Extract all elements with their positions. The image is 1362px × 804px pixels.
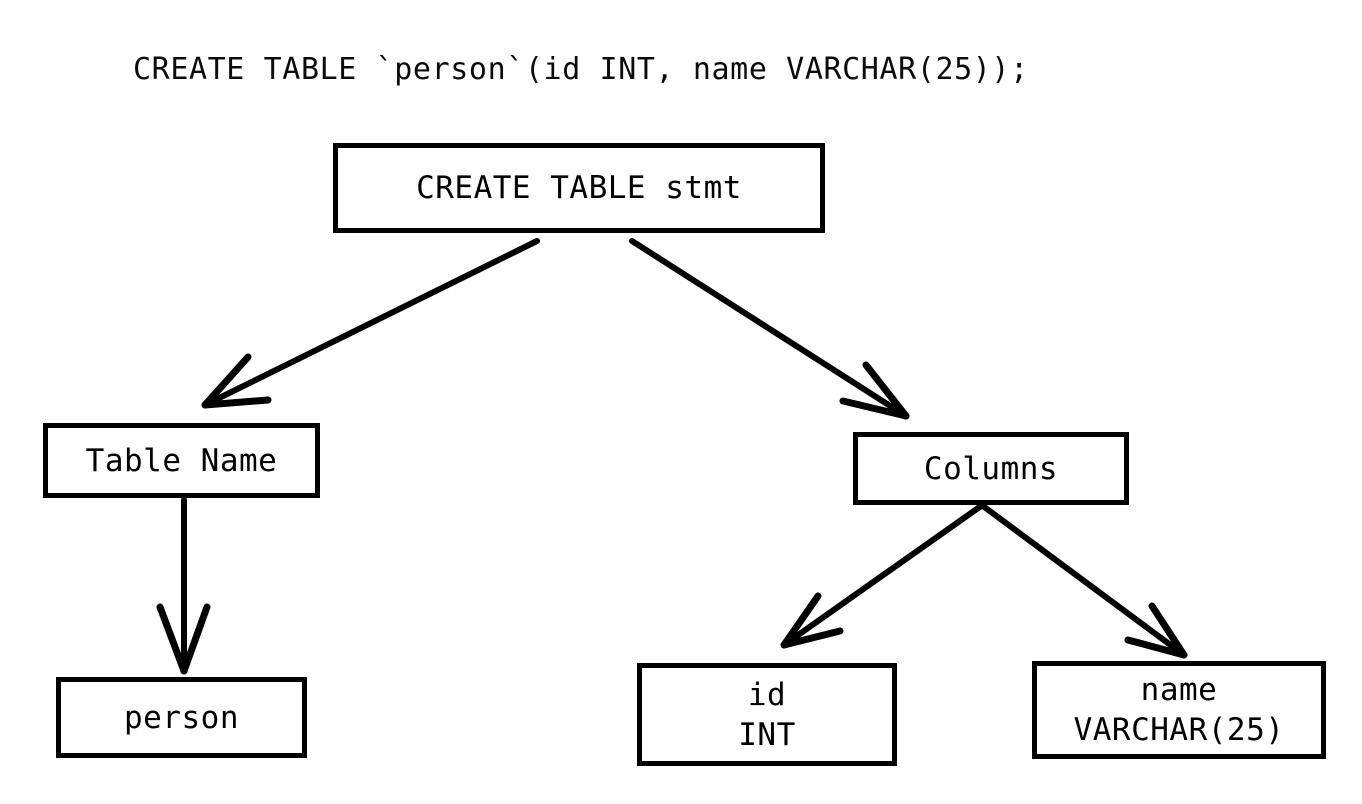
edge-root-to-table-name [201,238,540,409]
node-label-column-name: id [747,676,787,713]
node-label-column-type: VARCHAR(25) [1073,712,1285,748]
node-column-name[interactable]: name VARCHAR(25) [1032,661,1326,759]
edge-root-to-columns [629,238,910,420]
node-label-column-name: name [1140,672,1218,708]
node-label: Table Name [85,442,278,479]
node-label: CREATE TABLE stmt [416,170,742,206]
edge-columns-to-name [980,503,1188,659]
node-create-table-stmt[interactable]: CREATE TABLE stmt [333,143,825,233]
node-column-id[interactable]: id INT [637,663,897,766]
edge-columns-to-id [780,503,984,649]
node-label: person [124,699,239,736]
edge-table-name-to-person [156,497,211,675]
node-person[interactable]: person [56,677,307,758]
node-label-column-type: INT [738,716,796,753]
node-columns[interactable]: Columns [853,432,1129,505]
node-label: Columns [923,450,1059,487]
node-table-name[interactable]: Table Name [43,423,320,498]
page-title: CREATE TABLE `person`(id INT, name VARCH… [133,52,1029,87]
